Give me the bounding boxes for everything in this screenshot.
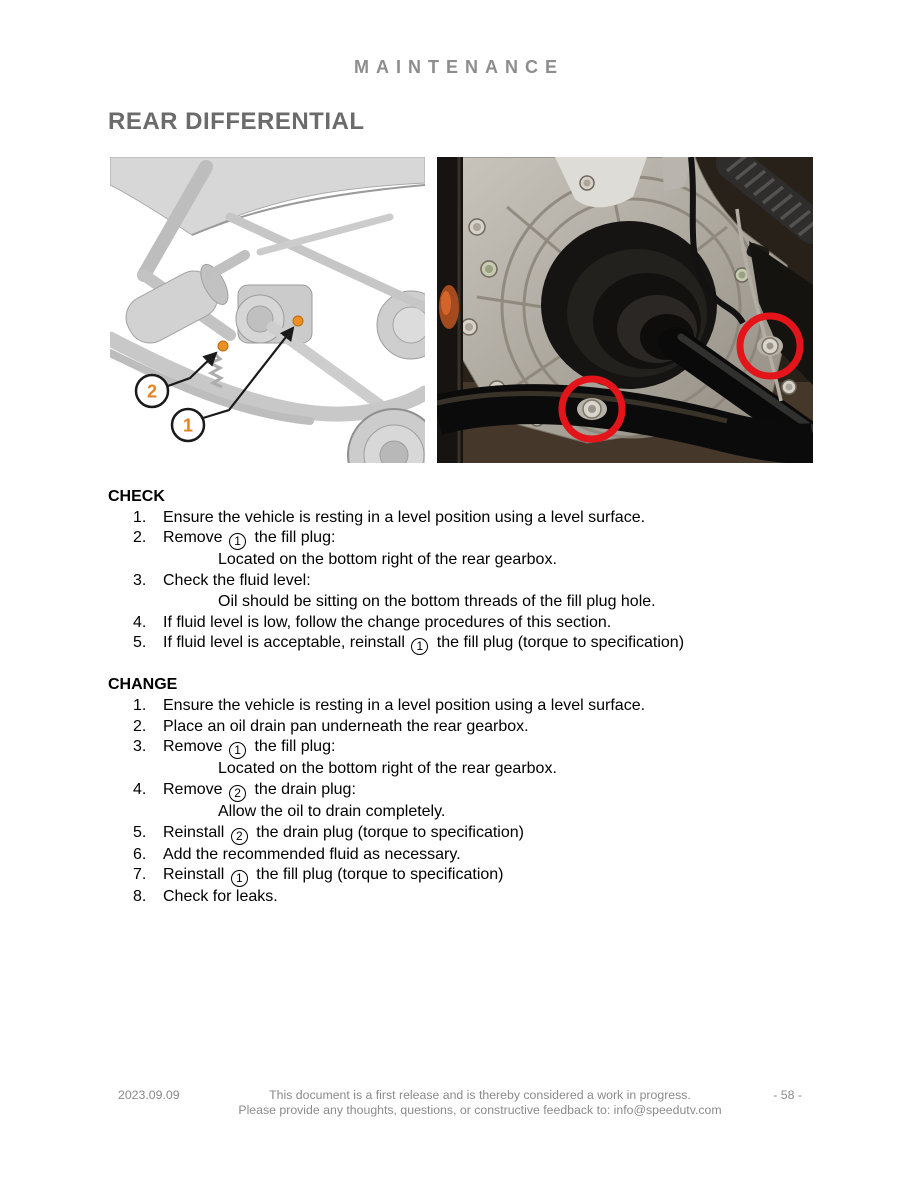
item-text: Remove 1 the fill plug: — [163, 529, 336, 551]
item-number: 7. — [133, 866, 147, 884]
list-item: 3. Remove 1 the fill plug: — [108, 737, 918, 760]
footer-page-number: - 58 - — [773, 1088, 802, 1102]
sub-line: Oil should be sitting on the bottom thre… — [218, 592, 656, 610]
callout-arrows — [167, 326, 295, 420]
list-item: 4. Remove 2 the drain plug: — [108, 780, 918, 803]
list-item: 2. Remove 1 the fill plug: — [108, 528, 918, 551]
callout-1-label: 1 — [183, 416, 193, 436]
corrugated-hose — [716, 157, 813, 244]
list-item: 7. Reinstall 1 the fill plug (torque to s… — [108, 865, 918, 888]
footer-note-line1: This document is a first release and is … — [269, 1088, 691, 1102]
list-item: 5. If fluid level is acceptable, reinstal… — [108, 633, 918, 656]
item-number: 5. — [133, 823, 147, 841]
highlight-circle-fill-plug — [736, 312, 804, 380]
fill-plug-bolt — [757, 336, 783, 356]
arrow-to-fill-plug — [202, 326, 295, 420]
item-text: Ensure the vehicle is resting in a level… — [163, 696, 646, 714]
drain-plug-bolt — [577, 398, 607, 420]
section-heading-change: CHANGE — [108, 676, 178, 694]
item-number: 1. — [133, 696, 147, 714]
highlight-circle-drain-plug — [558, 375, 626, 443]
circled-number: 1 — [411, 638, 429, 656]
check-section: CHECK 1. Ensure the vehicle is resting in… — [108, 487, 918, 656]
sub-line: Allow the oil to drain completely. — [218, 803, 446, 821]
list-item: 8. Check for leaks. — [108, 887, 918, 908]
circled-number: 2 — [229, 785, 247, 803]
check-list: 1. Ensure the vehicle is resting in a lev… — [108, 508, 918, 656]
circled-number: 1 — [230, 870, 248, 888]
chapter-header: MAINTENANCE — [354, 57, 564, 77]
item-text: Add the recommended fluid as necessary. — [163, 845, 461, 863]
sub-line: Located on the bottom right of the rear … — [218, 760, 557, 778]
page-title: REAR DIFFERENTIAL — [108, 108, 365, 135]
callout-2-badge: 2 — [134, 373, 170, 409]
item-number: 6. — [133, 845, 147, 863]
item-text: Reinstall 2 the drain plug (torque to sp… — [163, 823, 524, 845]
list-item: 4. If fluid level is low, follow the chan… — [108, 613, 918, 634]
section-heading-check: CHECK — [108, 488, 165, 505]
item-number: 4. — [133, 613, 147, 631]
item-text: If fluid level is low, follow the change… — [163, 613, 612, 631]
figure-row: 2 1 — [110, 157, 918, 463]
item-text: Place an oil drain pan underneath the re… — [163, 717, 529, 735]
list-item: 3. Check the fluid level: — [108, 571, 918, 592]
rear-differential-location-diagram: 2 1 — [110, 157, 425, 463]
item-text: Remove 1 the fill plug: — [163, 738, 336, 760]
list-item: 1. Ensure the vehicle is resting in a lev… — [108, 508, 918, 529]
circled-number: 2 — [230, 827, 248, 845]
item-number: 3. — [133, 738, 147, 756]
list-item: 2. Place an oil drain pan underneath the … — [108, 717, 918, 738]
circled-number: 1 — [229, 742, 247, 760]
list-item: 5. Reinstall 2 the drain plug (torque to … — [108, 823, 918, 845]
item-text: Check the fluid level: — [163, 572, 311, 590]
arrow-to-drain-plug — [167, 351, 218, 388]
callout-1-badge: 1 — [170, 407, 206, 443]
frame-tubes — [437, 157, 813, 463]
item-text: Remove 2 the drain plug: — [163, 781, 356, 803]
rear-gearbox-photo — [437, 157, 813, 463]
item-number: 1. — [133, 508, 147, 526]
item-text: Check for leaks. — [163, 888, 278, 906]
plug-markers — [217, 315, 304, 352]
drain-plug-marker — [217, 340, 229, 352]
callout-2-label: 2 — [147, 382, 157, 402]
list-item: 6. Add the recommended fluid as necessary… — [108, 845, 918, 866]
cv-boot — [541, 221, 717, 389]
footer-date: 2023.09.09 — [118, 1088, 180, 1102]
item-number: 2. — [133, 529, 147, 547]
circled-number: 1 — [229, 533, 247, 551]
item-number: 3. — [133, 572, 147, 590]
list-item: 1. Ensure the vehicle is resting in a lev… — [108, 696, 918, 717]
page-footer: 2023.09.09 This document is a first rele… — [0, 1088, 918, 1117]
footer-note: This document is a first release and is … — [0, 1088, 918, 1117]
item-number: 2. — [133, 717, 147, 735]
item-number: 8. — [133, 888, 147, 906]
change-section: CHANGE 1. Ensure the vehicle is resting i… — [108, 675, 918, 908]
item-text: Reinstall 1 the fill plug (torque to spe… — [163, 866, 504, 888]
item-number: 4. — [133, 781, 147, 799]
fill-plug-marker — [292, 315, 304, 327]
item-number: 5. — [133, 634, 147, 652]
change-list: 1. Ensure the vehicle is resting in a lev… — [108, 696, 918, 908]
item-text: If fluid level is acceptable, reinstall … — [163, 634, 685, 656]
sub-line: Located on the bottom right of the rear … — [218, 551, 557, 569]
footer-note-line2: Please provide any thoughts, questions, … — [238, 1102, 722, 1117]
item-text: Ensure the vehicle is resting in a level… — [163, 508, 646, 526]
